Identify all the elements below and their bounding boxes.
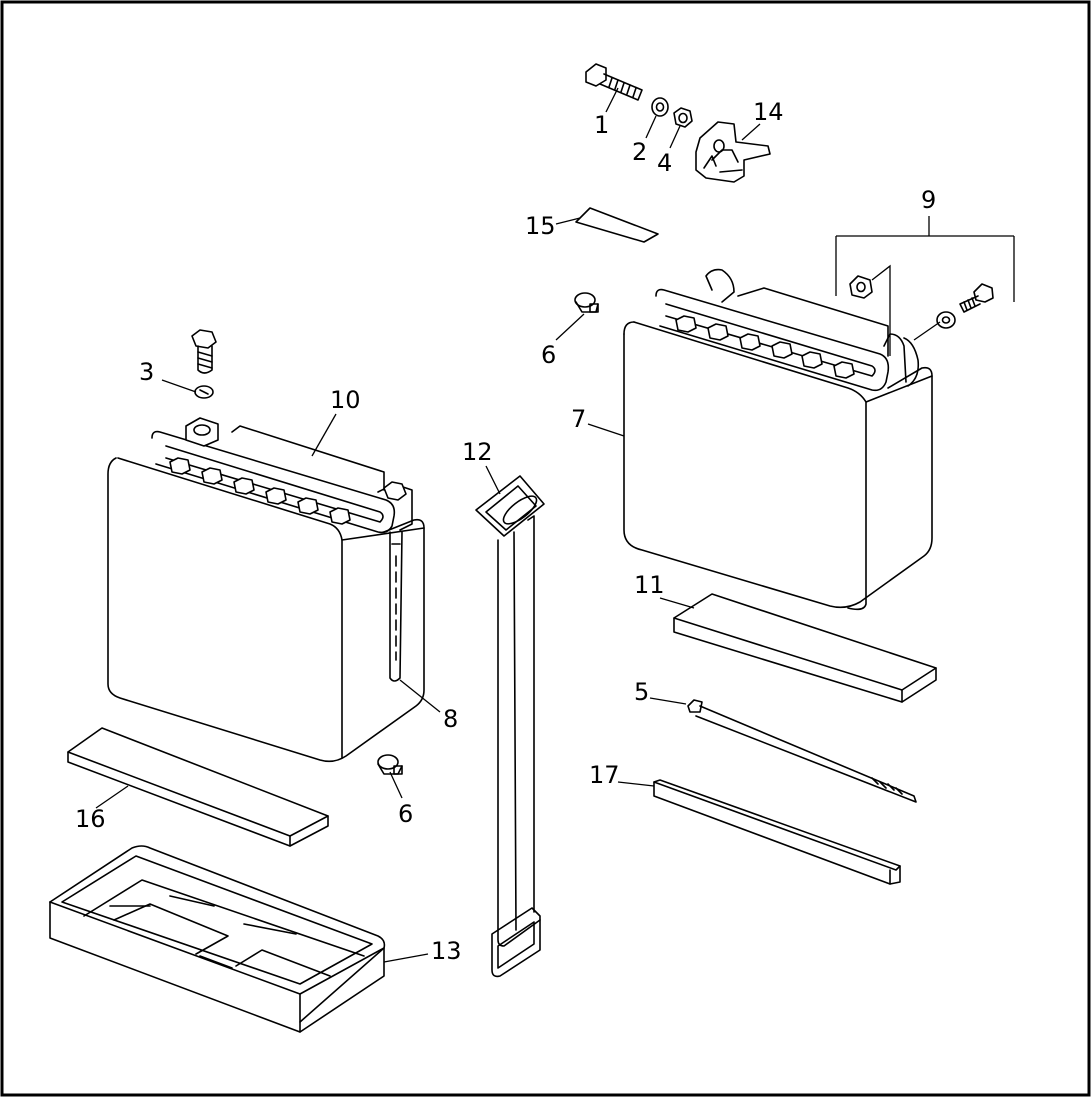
washer-part-2	[651, 97, 669, 117]
callout-16: 16	[75, 805, 106, 833]
hose-clamp-part-6-upper	[574, 292, 599, 313]
strip-part-15	[575, 207, 659, 243]
callout-8: 8	[443, 705, 458, 733]
callout-5: 5	[634, 678, 649, 706]
hose-clamp-part-6-lower	[377, 754, 403, 775]
callout-labels: 1 2 4 14 15 9 6 7 3 10 12 11 5 17 8 16 6…	[75, 98, 936, 965]
bolt-part-1	[585, 63, 643, 101]
nut-part-4	[673, 107, 693, 128]
callout-2: 2	[632, 138, 647, 166]
battery-part-7	[623, 268, 933, 611]
callout-1: 1	[594, 111, 609, 139]
callout-4: 4	[657, 149, 672, 177]
battery-part-10	[107, 417, 425, 763]
callout-14: 14	[753, 98, 784, 126]
callout-15: 15	[525, 212, 556, 240]
callout-3: 3	[139, 358, 154, 386]
strap-part-12	[475, 475, 545, 978]
callout-9: 9	[921, 186, 936, 214]
bolt-part-3-screw	[191, 329, 217, 374]
pad-part-11	[673, 593, 937, 703]
callout-7: 7	[571, 405, 586, 433]
hardware-kit-part-9	[849, 275, 994, 329]
pad-part-16	[67, 727, 329, 847]
callout-17: 17	[589, 761, 620, 789]
foam-strip-part-17	[653, 779, 901, 885]
lock-washer-part-3	[194, 385, 214, 399]
battery-tray-part-13	[49, 845, 386, 1033]
bracket-part-14	[695, 121, 771, 183]
cable-tie-part-5	[687, 699, 917, 803]
callout-6-lower: 6	[398, 800, 413, 828]
vent-tube-part-8	[389, 531, 403, 682]
callout-11: 11	[634, 571, 665, 599]
callout-12: 12	[462, 438, 493, 466]
callout-10: 10	[330, 386, 361, 414]
callout-6-upper: 6	[541, 341, 556, 369]
callout-13: 13	[431, 937, 462, 965]
leader-lines	[95, 87, 1015, 963]
